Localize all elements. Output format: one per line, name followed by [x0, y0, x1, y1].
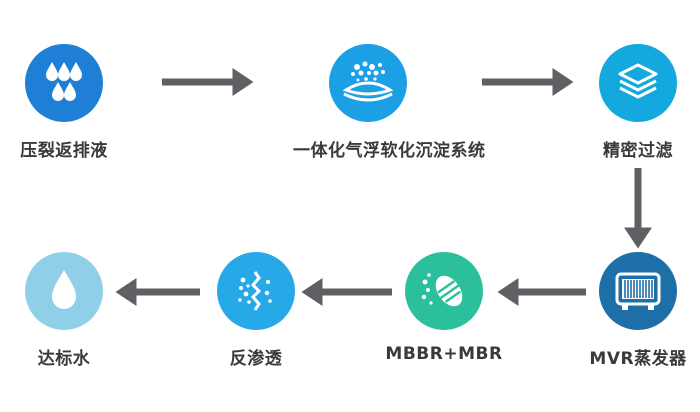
- step-label: 精密过滤: [603, 141, 673, 161]
- step-precision-filtration: 精密过滤: [568, 44, 700, 161]
- clean-water-drop-icon: [25, 252, 103, 330]
- step-flotation-softening: 一体化气浮软化沉淀系统: [293, 44, 486, 161]
- step-label: MVR蒸发器: [589, 349, 687, 369]
- evaporator-icon: [599, 252, 677, 330]
- flotation-bubbles-icon: [329, 44, 407, 122]
- step-label: 一体化气浮软化沉淀系统: [293, 141, 486, 161]
- step-reverse-osmosis: 反渗透: [186, 252, 326, 369]
- step-label: MBBR+MBR: [385, 344, 503, 364]
- step-compliant-water: 达标水: [0, 252, 134, 369]
- membrane-icon: [217, 252, 295, 330]
- step-fracturing-flowback: 压裂返排液: [0, 44, 134, 161]
- filter-layers-icon: [599, 44, 677, 122]
- water-drops-icon: [25, 44, 103, 122]
- step-label: 达标水: [37, 349, 91, 369]
- biofilm-carrier-icon: [405, 252, 483, 330]
- step-label: 反渗透: [229, 349, 283, 369]
- step-mbbr-mbr: MBBR+MBR: [374, 252, 514, 364]
- step-label: 压裂返排液: [20, 141, 108, 161]
- step-mvr-evaporator: MVR蒸发器: [568, 252, 700, 369]
